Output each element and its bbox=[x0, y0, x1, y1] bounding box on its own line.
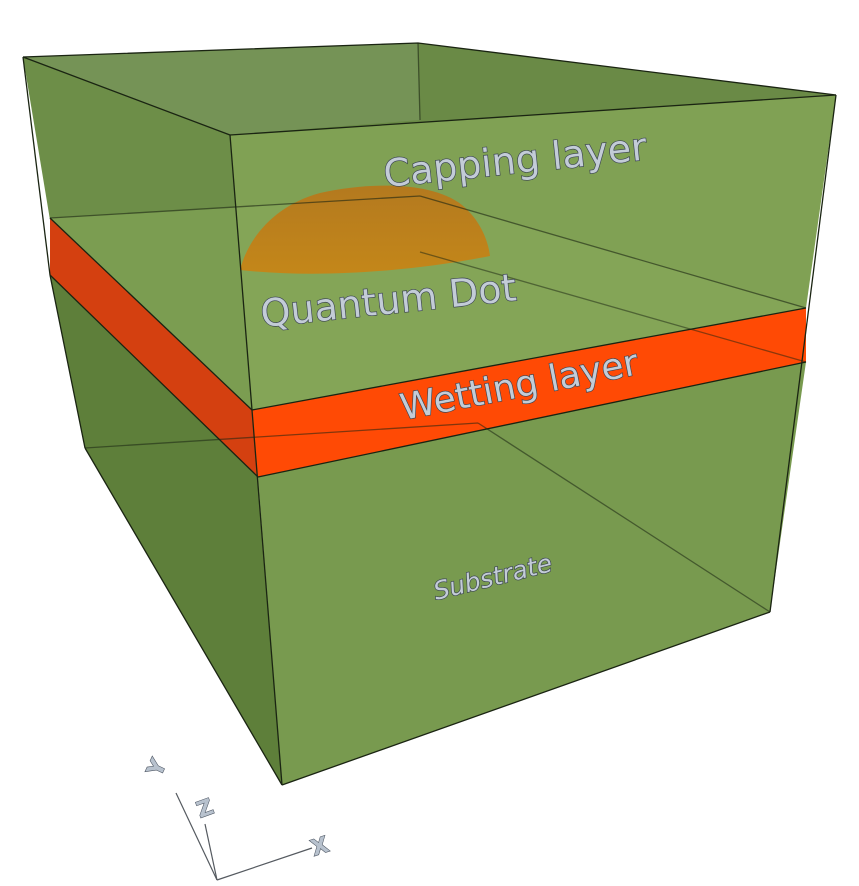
axis-triad bbox=[175, 792, 313, 881]
x-axis-line bbox=[216, 847, 313, 881]
x-axis-label: X bbox=[308, 833, 332, 862]
box-edges bbox=[22, 42, 837, 786]
y-axis-label: Y bbox=[142, 755, 172, 782]
z-axis-line bbox=[204, 823, 218, 881]
substrate-front-face bbox=[258, 362, 806, 785]
wetting-layer-front-face bbox=[252, 308, 806, 477]
substrate-left-face bbox=[50, 275, 282, 785]
quantum-dot bbox=[240, 185, 490, 274]
z-axis-label: Z bbox=[194, 795, 218, 824]
capping-top-highlight bbox=[23, 43, 420, 135]
y-axis-line bbox=[175, 792, 218, 881]
wetting-layer-left-face bbox=[50, 218, 258, 477]
